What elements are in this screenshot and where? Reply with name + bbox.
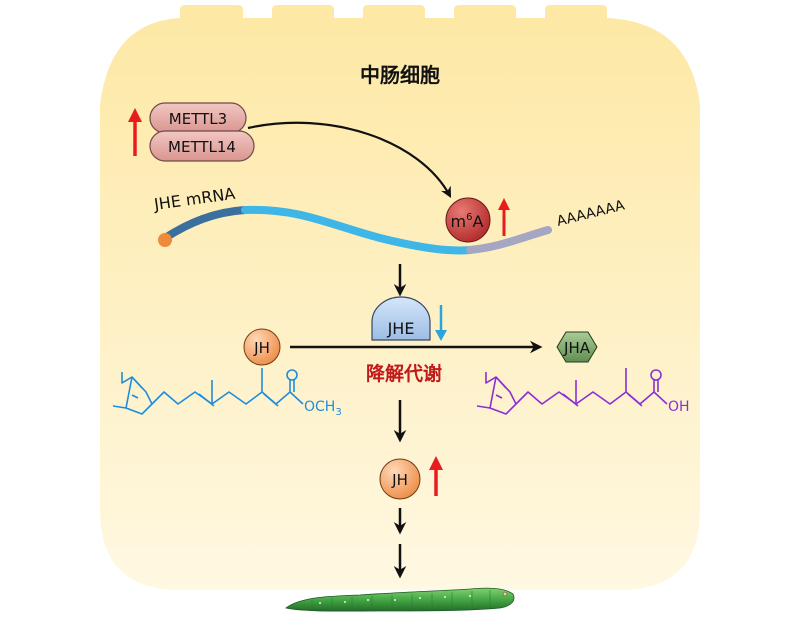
degradation-label: 降解代谢 <box>366 362 442 385</box>
m6a-a: A <box>473 212 484 231</box>
jha-label: JHA <box>563 339 591 357</box>
jha-molecule-structure <box>476 368 668 415</box>
jhe-label: JHE <box>387 319 415 338</box>
mettl14-box <box>149 130 255 162</box>
jhe-enzyme: JHE <box>371 296 447 341</box>
jh-label-left: JH <box>253 339 270 357</box>
m6a-sup: 6 <box>466 212 472 223</box>
methyl-subscript: 3 <box>335 407 341 418</box>
methyl-ester-label: OCH3 <box>304 399 342 418</box>
jh-label-center: JH <box>391 471 408 489</box>
mettl14-label: METTL14 <box>168 138 236 156</box>
mrna-cap <box>158 233 172 247</box>
jha-product: JHA <box>556 331 598 363</box>
caterpillar-icon <box>285 587 515 612</box>
svg-text:m6A: m6A <box>451 212 484 231</box>
acid-label: OH <box>668 399 690 415</box>
enzyme-complex: METTL3 METTL14 <box>128 102 255 162</box>
cell-title: 中肠细胞 <box>360 63 440 87</box>
methylation-arrow <box>247 121 452 198</box>
jh-molecule-structure <box>112 368 304 415</box>
m6a-modification: m6A <box>445 197 510 243</box>
jh-accumulated: JH <box>379 456 443 500</box>
mettl3-label: METTL3 <box>169 110 227 128</box>
m6a-m: m <box>451 212 467 231</box>
jh-substrate: JH <box>243 328 281 366</box>
